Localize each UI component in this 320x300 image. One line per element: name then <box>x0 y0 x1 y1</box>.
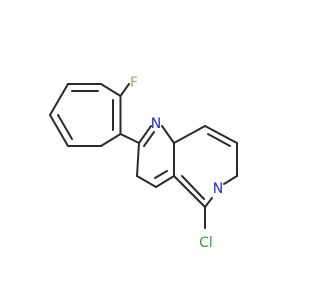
bond <box>207 133 231 147</box>
bond <box>57 114 73 140</box>
nitrogen-atom-label: N <box>151 116 161 132</box>
bond <box>204 125 238 144</box>
bond <box>223 175 238 185</box>
bond <box>49 83 69 116</box>
bond <box>100 133 122 147</box>
bond <box>173 125 206 144</box>
bond <box>119 133 140 144</box>
bond <box>100 83 122 97</box>
bond <box>136 175 157 188</box>
bond <box>136 142 140 177</box>
fluorine-atom-label: F <box>130 75 138 91</box>
atom-labels: F N N Cl <box>130 75 223 251</box>
bond <box>204 197 213 208</box>
molecule-structure: F N N Cl <box>49 75 238 251</box>
bond <box>173 175 206 208</box>
bonds <box>49 83 238 229</box>
bond <box>138 125 152 144</box>
bond <box>119 83 130 97</box>
bond <box>49 114 69 147</box>
bond <box>161 125 175 144</box>
bond <box>181 175 205 200</box>
bond <box>154 170 168 179</box>
bond <box>155 175 175 188</box>
bond <box>143 131 155 147</box>
structure-canvas: F N N Cl <box>49 75 238 251</box>
chlorine-atom-label: Cl <box>199 235 213 251</box>
nitrogen-atom-label: N <box>213 181 223 197</box>
